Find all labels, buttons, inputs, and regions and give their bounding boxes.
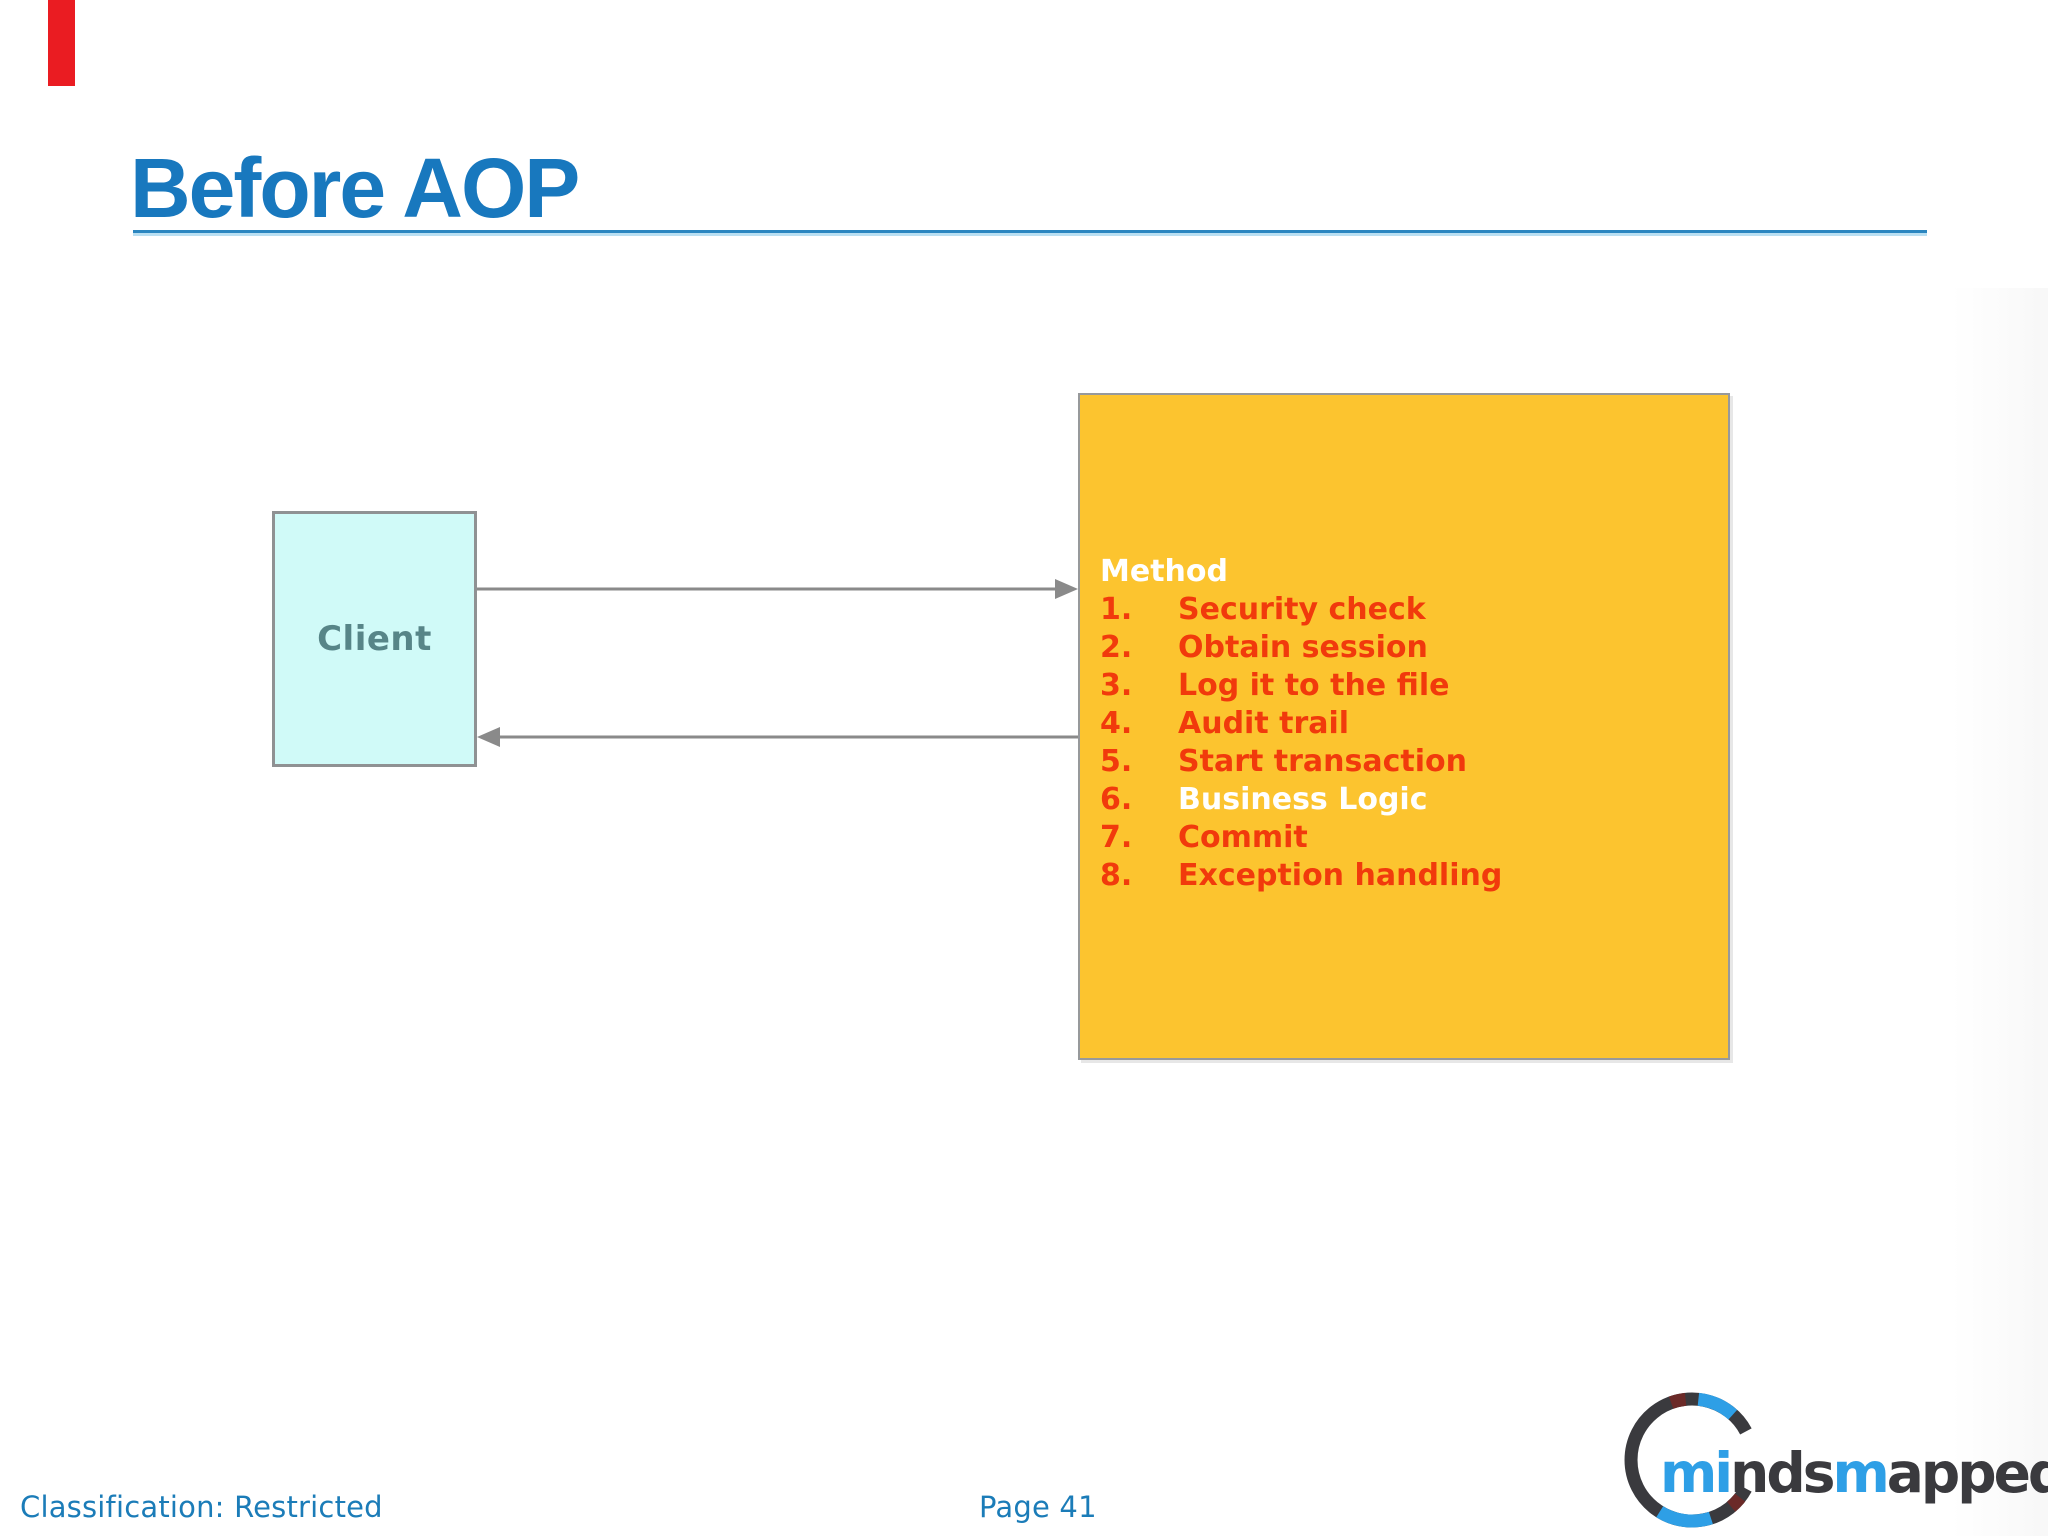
logo-ring-icon [1624,1392,1752,1528]
footer-classification: Classification: Restricted [20,1490,383,1524]
method-item: 4. Audit trail [1100,705,1712,743]
method-item: 2. Obtain session [1100,629,1712,667]
method-item-text: Start transaction [1178,744,1467,779]
method-item: 3. Log it to the file [1100,667,1712,705]
method-item: 7. Commit [1100,819,1712,857]
method-item-text: Commit [1178,820,1308,855]
method-item-text: Obtain session [1178,630,1428,665]
method-heading: Method [1100,554,1228,589]
method-item-text: Log it to the file [1178,668,1450,703]
method-item: 1. Security check [1100,591,1712,629]
right-edge-shade [1952,288,2048,1536]
method-item-number: 7. [1100,820,1133,855]
method-item-number: 5. [1100,744,1133,779]
method-item: 6. Business Logic [1100,781,1712,819]
mindsmapped-logo: mindsmapped [1624,1392,2048,1528]
method-item-text: Business Logic [1178,782,1428,817]
arrow-client-to-method [477,579,1078,599]
arrow-right-head-icon [1055,579,1078,599]
arrow-method-to-client [477,727,1078,747]
method-item-number: 8. [1100,858,1133,893]
method-item: 5. Start transaction [1100,743,1712,781]
method-item-number: 2. [1100,630,1133,665]
client-label: Client [317,619,432,659]
page-title: Before AOP [130,141,580,235]
arrow-left-head-icon [477,727,500,747]
logo-text: mindsmapped [1660,1441,2048,1505]
client-box: Client [272,511,477,767]
method-item-text: Audit trail [1178,706,1350,741]
method-item-text: Security check [1178,592,1426,627]
method-item-number: 6. [1100,782,1133,817]
method-item-number: 4. [1100,706,1133,741]
method-item-number: 1. [1100,592,1133,627]
footer-page-number: Page 41 [979,1490,1097,1524]
method-items: 1. Security check 2. Obtain session 3. Log it… [1100,591,1712,895]
accent-bar [48,0,75,86]
title-underline [133,230,1927,233]
method-item-number: 3. [1100,668,1133,703]
method-item: 8. Exception handling [1100,857,1712,895]
method-item-text: Exception handling [1178,858,1503,893]
